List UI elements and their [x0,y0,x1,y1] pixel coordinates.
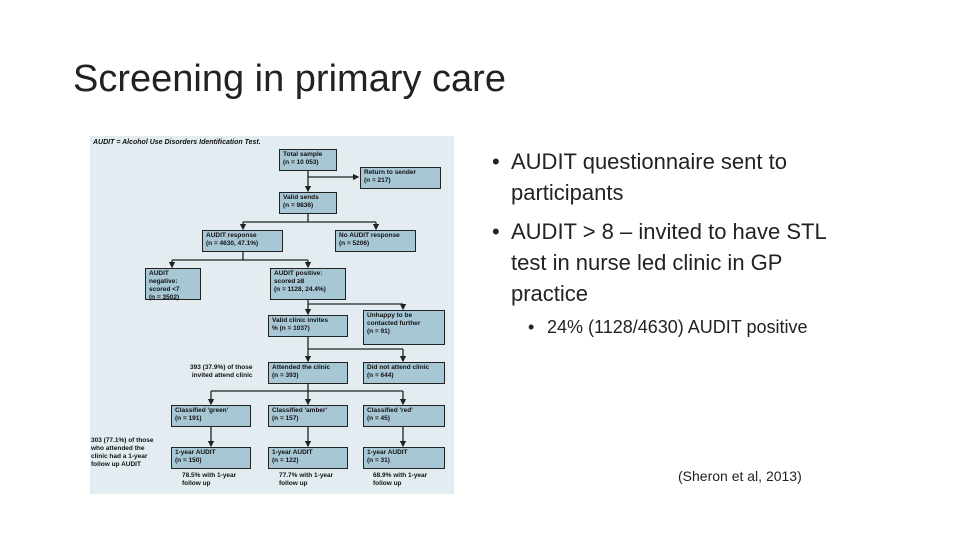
box-attended-clinic: Attended the clinic (n = 393) [268,362,348,384]
box-valid-clinic-invites: Valid clinic invites % (n = 1037) [268,315,348,337]
flowchart-figure: AUDIT = Alcohol Use Disorders Identifica… [90,136,454,494]
bullet-text: AUDIT questionnaire sent to participants [511,149,787,205]
box-1year-amber: 1-year AUDIT (n = 122) [268,447,348,469]
slide-title: Screening in primary care [73,58,506,100]
bullet-text: AUDIT > 8 – invited to have STL test in … [511,219,826,306]
note-followup-amber: 77.7% with 1-year follow up [279,472,334,487]
box-audit-positive: AUDIT positive: scored ≥8 (n = 1128, 24.… [270,268,346,300]
citation: (Sheron et al, 2013) [678,468,802,484]
box-total-sample: Total sample (n = 10 053) [279,149,337,171]
box-unhappy-contact: Unhappy to be contacted further (n = 91) [363,310,445,345]
box-classified-red: Classified 'red' (n = 45) [363,405,445,427]
note-followup-red: 68.9% with 1-year follow up [373,472,428,487]
sub-bullet-item: • 24% (1128/4630) AUDIT positive [528,312,908,343]
bullet-icon: • [492,219,500,244]
box-classified-amber: Classified 'amber' (n = 157) [268,405,348,427]
box-1year-red: 1-year AUDIT (n = 31) [363,447,445,469]
box-no-audit-response: No AUDIT response (n = 5206) [335,230,416,252]
box-classified-green: Classified 'green' (n = 191) [171,405,251,427]
bullet-item: • AUDIT > 8 – invited to have STL test i… [492,216,852,309]
flowchart-connectors [168,170,407,448]
figure-caption: AUDIT = Alcohol Use Disorders Identifica… [93,139,261,146]
box-1year-green: 1-year AUDIT (n = 150) [171,447,251,469]
note-followup-green: 78.5% with 1-year follow up [182,472,237,487]
bullet-icon: • [492,149,500,174]
box-audit-negative: AUDIT negative: scored <7 (n = 3502) [145,268,201,301]
bullet-item: • AUDIT questionnaire sent to participan… [492,146,852,208]
box-audit-response: AUDIT response (n = 4630, 47.1%) [202,230,283,252]
box-did-not-attend: Did not attend clinic (n = 644) [363,362,445,384]
box-return-to-sender: Return to sender (n = 217) [360,167,441,189]
note-followup-rate: 303 (77.1%) of those who attended the cl… [91,437,154,468]
sub-bullet-text: 24% (1128/4630) AUDIT positive [547,317,808,337]
note-attend-rate: 393 (37.9%) of those invited attend clin… [190,364,253,379]
bullet-icon: • [528,317,535,337]
box-valid-sends: Valid sends (n = 9836) [279,192,337,214]
